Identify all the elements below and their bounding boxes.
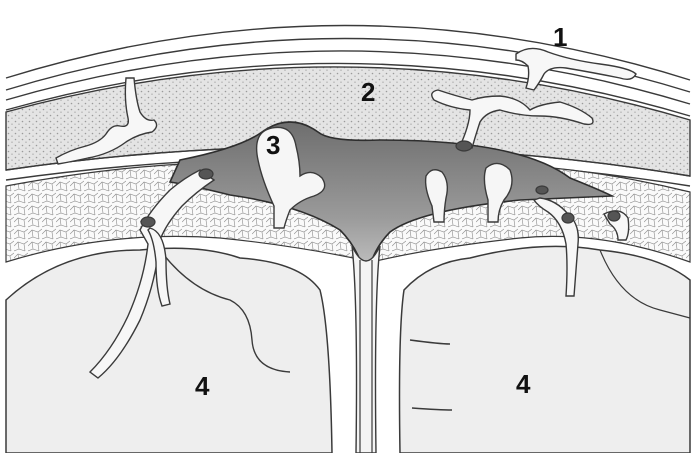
cerebral-cortex-left	[6, 248, 332, 453]
vein-opening-1	[456, 141, 472, 151]
cerebral-cortex-right	[400, 246, 691, 453]
vein-opening-3	[141, 217, 155, 227]
falx-cerebri	[352, 246, 380, 453]
label-4-right: 4	[516, 369, 531, 399]
label-4-left: 4	[195, 371, 210, 401]
vein-opening-4	[562, 213, 574, 223]
vein-opening-5	[608, 211, 620, 221]
label-1: 1	[553, 22, 567, 52]
label-2: 2	[361, 77, 375, 107]
vein-opening-2	[199, 169, 213, 179]
vein-opening-6	[536, 186, 548, 194]
label-3: 3	[266, 130, 280, 160]
